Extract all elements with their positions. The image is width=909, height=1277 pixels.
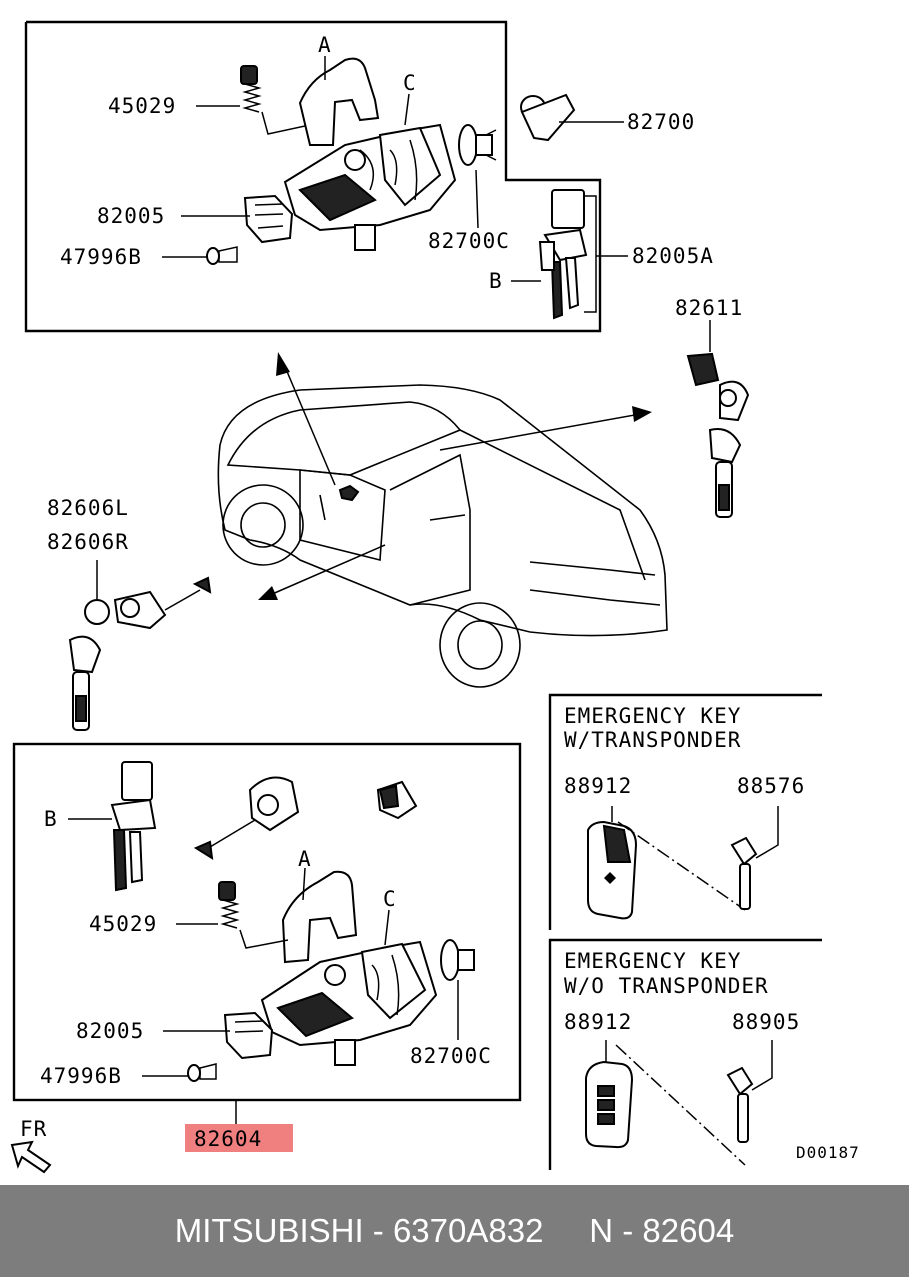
switch-part bbox=[243, 194, 294, 244]
callout-47996b-top: 47996B bbox=[60, 245, 142, 269]
callout-c-bottom: C bbox=[383, 887, 397, 911]
callout-82611: 82611 bbox=[675, 296, 743, 320]
arrow-to-top bbox=[276, 352, 336, 486]
connector-part bbox=[458, 124, 497, 166]
callout-82606r: 82606R bbox=[47, 530, 129, 554]
bottom-spring-part bbox=[218, 881, 240, 929]
top-frame bbox=[24, 20, 602, 333]
arrow-to-left bbox=[258, 544, 386, 600]
callout-82700c-top: 82700C bbox=[428, 229, 510, 253]
ek-wt-fob-part: 88912 bbox=[564, 774, 632, 798]
arrow-to-right bbox=[439, 406, 652, 451]
ek-wot-key-icon bbox=[726, 1066, 754, 1143]
callout-82604: 82604 bbox=[194, 1127, 262, 1151]
left-door-lock-assembly: 82606L 82606R bbox=[47, 496, 212, 731]
bottom-small-cylinder bbox=[376, 780, 418, 820]
cover-part bbox=[298, 57, 380, 146]
bottom-key-set bbox=[110, 761, 157, 892]
parts-diagram: 45029 A C 82700 82005 47996B 82700C 8200… bbox=[10, 20, 860, 1174]
callout-82005a: 82005A bbox=[632, 244, 714, 268]
callout-b-top: B bbox=[489, 269, 503, 293]
callout-a-top: A bbox=[318, 33, 332, 57]
bottom-screw-part bbox=[187, 1063, 217, 1082]
top-ignition-assembly: 45029 A C 82700 82005 47996B 82700C 8200… bbox=[24, 20, 714, 333]
ek-wt-fob-icon bbox=[587, 820, 638, 920]
callout-b-bottom: B bbox=[44, 807, 58, 831]
top-leader-lines bbox=[162, 56, 628, 313]
callout-82700c-bottom: 82700C bbox=[410, 1044, 492, 1068]
bottom-lock-set: B A C 45029 82005 47996B 82700C 82604 bbox=[12, 742, 522, 1152]
bottom-switch-part bbox=[223, 1011, 274, 1060]
screw-part bbox=[206, 246, 238, 265]
spring-part bbox=[240, 65, 262, 113]
fr-arrow-icon bbox=[10, 1140, 52, 1174]
callout-c-top: C bbox=[403, 71, 417, 95]
ek-wt-key-icon bbox=[730, 836, 758, 910]
ek-wot-title-1: EMERGENCY KEY bbox=[564, 949, 741, 973]
cylinder-part bbox=[520, 93, 576, 142]
top-key-set bbox=[538, 189, 588, 320]
ek-wot-title-2: W/O TRANSPONDER bbox=[564, 974, 769, 998]
callout-82005-bottom: 82005 bbox=[76, 1019, 144, 1043]
footer-text: MITSUBISHI - 6370A832 N - 82604 bbox=[174, 1212, 735, 1249]
car-outline bbox=[217, 352, 668, 688]
front-indicator: FR bbox=[10, 1117, 52, 1174]
highlight-82604 bbox=[185, 1124, 293, 1152]
emergency-key-without-transponder: EMERGENCY KEY W/O TRANSPONDER 88912 8890… bbox=[548, 938, 860, 1170]
ek-wot-fob-part: 88912 bbox=[564, 1010, 632, 1034]
callout-a-bottom: A bbox=[298, 847, 312, 871]
emergency-key-with-transponder: EMERGENCY KEY W/TRANSPONDER 88912 88576 bbox=[548, 693, 822, 930]
ek-wt-title-1: EMERGENCY KEY bbox=[564, 704, 741, 728]
diagram-code: D00187 bbox=[796, 1143, 860, 1162]
callout-47996b-bottom: 47996B bbox=[40, 1064, 122, 1088]
bottom-frame bbox=[12, 742, 522, 1102]
ek-wot-key-part: 88905 bbox=[732, 1010, 800, 1034]
callout-82700: 82700 bbox=[627, 110, 695, 134]
callout-45029-bottom: 45029 bbox=[89, 912, 157, 936]
ek-wot-fob-icon bbox=[585, 1060, 634, 1149]
callout-82005-top: 82005 bbox=[97, 204, 165, 228]
callout-45029-top: 45029 bbox=[108, 94, 176, 118]
fr-label: FR bbox=[20, 1117, 47, 1141]
lock-body-part bbox=[283, 123, 457, 251]
ek-wt-key-part: 88576 bbox=[737, 774, 805, 798]
bottom-leader-lines bbox=[68, 818, 459, 1125]
callout-82606l: 82606L bbox=[47, 496, 129, 520]
bottom-cover-part bbox=[281, 870, 358, 964]
footer-bar: MITSUBISHI - 6370A832 N - 82604 bbox=[0, 1185, 909, 1277]
bottom-lock-body bbox=[260, 940, 438, 1066]
bottom-cylinder-part bbox=[193, 776, 300, 860]
ek-wt-title-2: W/TRANSPONDER bbox=[564, 728, 741, 752]
bottom-connector-part bbox=[440, 939, 475, 981]
right-lock-assembly: 82611 bbox=[675, 296, 750, 518]
